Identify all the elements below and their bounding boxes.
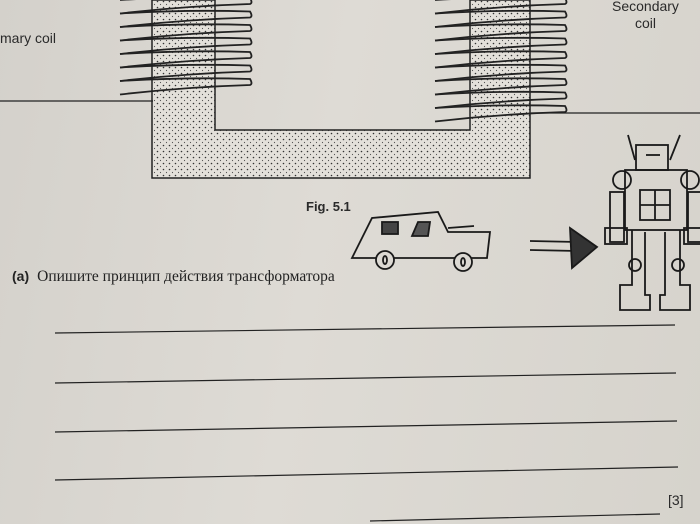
coil-turn <box>434 0 568 15</box>
primary-coil <box>119 0 253 96</box>
secondary-label-line1: Secondary <box>612 0 679 14</box>
question-a: (a) Опишите принцип действия трансформато… <box>12 268 335 286</box>
coil-turn <box>119 77 253 96</box>
coil-turn <box>434 36 568 55</box>
secondary-label-line2: coil <box>634 15 656 31</box>
iron-core <box>151 0 531 179</box>
car-doodle <box>350 211 492 272</box>
question-part: (a) <box>12 268 30 284</box>
coil-turn <box>434 77 568 96</box>
primary-coil-label: mary coil <box>0 30 57 46</box>
coil-turn <box>119 50 253 69</box>
coil-turn <box>434 9 568 28</box>
coil-turn <box>119 23 253 42</box>
coil-turn <box>119 9 253 28</box>
robot-doodle <box>604 134 700 311</box>
coil-turn <box>434 50 568 69</box>
coil-turn <box>434 63 568 82</box>
secondary-coil <box>434 0 568 123</box>
coil-turn <box>434 104 568 123</box>
arrow-doodle <box>529 226 599 270</box>
question-text: Опишите принцип действия трансформатора <box>37 268 335 285</box>
figure-caption: Fig. 5.1 <box>306 199 351 214</box>
marks-label: [3] <box>668 492 684 508</box>
coil-turn <box>119 63 253 82</box>
coil-turn <box>434 90 568 109</box>
coil-turn <box>119 0 253 15</box>
coil-turn <box>119 36 253 55</box>
secondary-coil-label: Secondary coil <box>612 0 679 32</box>
coil-turn <box>434 23 568 42</box>
answer-lines <box>54 324 679 522</box>
